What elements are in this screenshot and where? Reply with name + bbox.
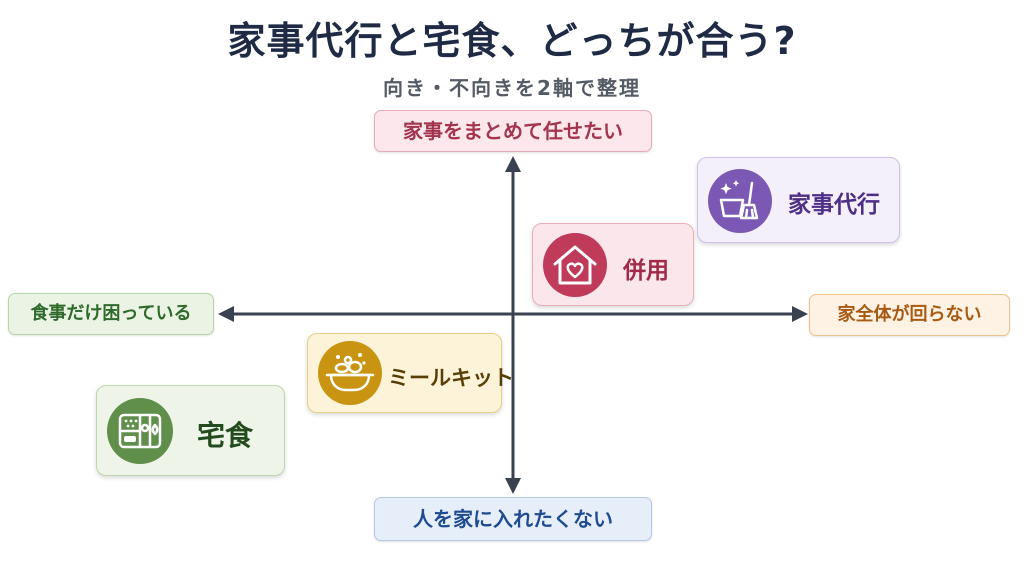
bucket-broom-icon [708,169,772,233]
card-kaji-daiko: 家事代行 [697,157,900,243]
card-label-heiyo: 併用 [623,258,669,284]
card-label-takushoku: 宅食 [197,419,254,452]
arrow-left [218,306,234,322]
house-heart-icon [543,233,607,297]
axis-label-top: 家事をまとめて任せたい [374,110,652,152]
page-subtitle: 向き・不向きを2軸で整理 [383,76,641,100]
card-heiyo: 併用 [532,223,694,306]
card-label-kaji-daiko: 家事代行 [788,192,880,218]
page-title: 家事代行と宅食、どっちが合う? [227,19,797,63]
pot-ingredients-icon [318,341,382,405]
arrow-up [505,156,521,172]
card-meal-kit: ミールキット [307,333,514,413]
card-label-meal-kit: ミールキット [388,366,514,390]
axis-label-bottom: 人を家に入れたくない [374,497,652,541]
arrow-down [505,478,521,494]
bento-box-icon [107,398,173,464]
arrow-right [792,306,808,322]
axis-label-right: 家全体が回らない [809,294,1010,336]
axis-label-left: 食事だけ困っている [8,293,214,335]
card-takushoku: 宅食 [96,385,285,476]
